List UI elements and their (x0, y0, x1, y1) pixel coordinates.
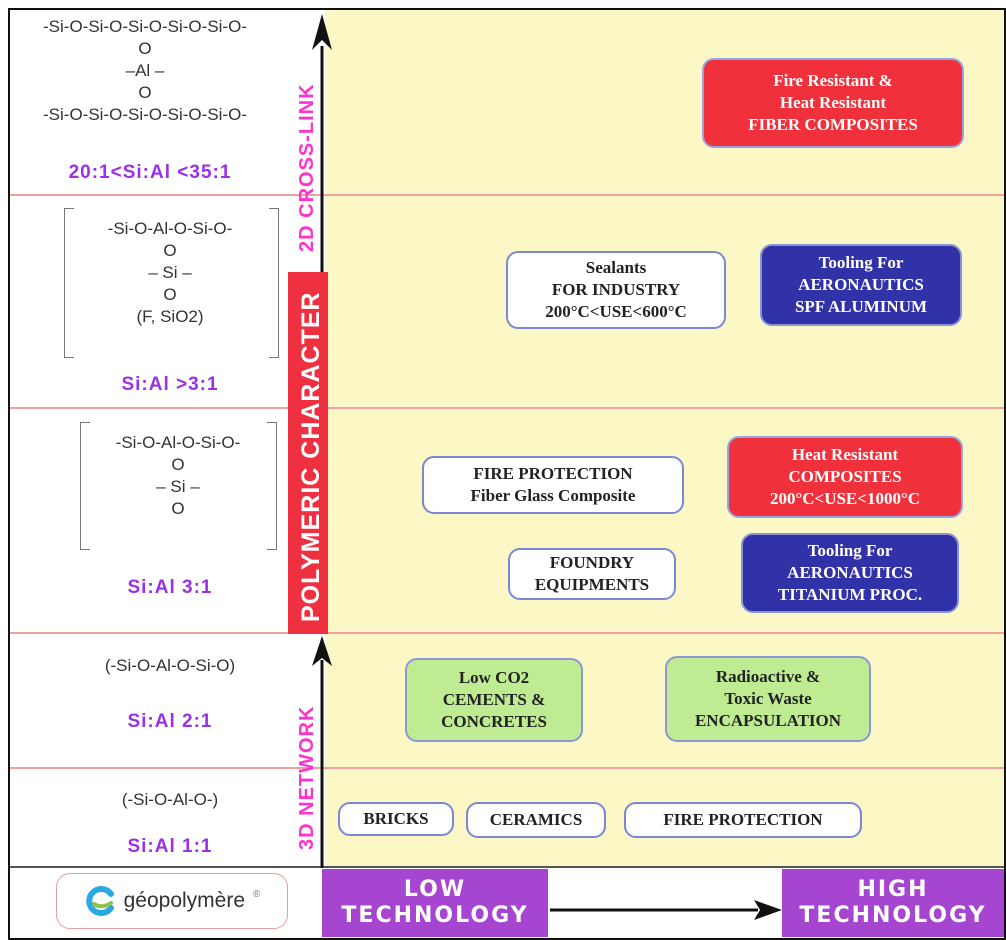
box-line: AERONAUTICS (787, 563, 913, 582)
box-line: 200°C<USE<1000°C (769, 489, 921, 508)
formula-line: (F, SiO2) (136, 307, 204, 326)
row-divider (10, 632, 1004, 634)
geopolymere-logo: géopolymère ® (56, 873, 288, 929)
box-line: AERONAUTICS (798, 275, 924, 294)
box-ceramics: CERAMICS (466, 802, 606, 838)
polymeric-character-label: POLYMERIC CHARACTER (297, 291, 325, 622)
logo-registered-mark: ® (253, 888, 261, 900)
formula-line: (-Si-O-Al-O-Si-O) (104, 656, 236, 675)
box-line: CERAMICS (489, 810, 583, 829)
formula-row-1: -Si-O-Si-O-Si-O-Si-O-Si-O- O –Al – O -Si… (10, 16, 280, 126)
ratio-label-row-1: 20:1<Si:Al <35:1 (68, 162, 232, 183)
ratio-label-row-2: Si:Al >3:1 (121, 374, 219, 395)
box-line: Tooling For (818, 253, 904, 272)
label-2d-cross-link: 2D CROSS-LINK (296, 83, 318, 252)
box-tooling-titanium: Tooling For AERONAUTICS TITANIUM PROC. (741, 533, 959, 613)
label-3d-network: 3D NETWORK (296, 705, 318, 850)
box-line: FIRE PROTECTION (473, 464, 633, 483)
box-line: FOUNDRY (549, 553, 635, 572)
polymeric-character-band (288, 272, 328, 634)
formula-row-3: -Si-O-Al-O-Si-O- O – Si – O (84, 432, 272, 520)
box-heat-resistant-composites: Heat Resistant COMPOSITES 200°C<USE<1000… (727, 436, 963, 518)
box-line: Heat Resistant (791, 445, 899, 464)
lower-axis-arrowhead (312, 636, 332, 666)
formula-column (10, 10, 322, 867)
row-divider (10, 767, 1004, 769)
box-bricks: BRICKS (338, 802, 454, 836)
box-sealants: Sealants FOR INDUSTRY 200°C<USE<600°C (506, 251, 726, 329)
box-low-co2-cements: Low CO2 CEMENTS & CONCRETES (405, 658, 583, 742)
box-line: TITANIUM PROC. (777, 585, 923, 604)
box-line: Fiber Glass Composite (470, 486, 636, 505)
formula-line: O (163, 241, 177, 260)
formula-line: – Si – (148, 263, 192, 282)
box-line: COMPOSITES (788, 467, 902, 486)
formula-row-5: (-Si-O-Al-O-) (60, 789, 280, 811)
logo-text: géopolymère (123, 889, 246, 912)
box-tooling-aluminum: Tooling For AERONAUTICS SPF ALUMINUM (760, 244, 962, 326)
tech-line: TECHNOLOGY (341, 903, 529, 928)
box-fire-heat-fiber-composites: Fire Resistant & Heat Resistant FIBER CO… (702, 58, 964, 148)
box-line: Fire Resistant & (773, 71, 893, 90)
ratio-label-row-3: Si:Al 3:1 (127, 577, 213, 598)
box-line: Low CO2 (458, 668, 530, 687)
ratio-label-row-4: Si:Al 2:1 (127, 711, 213, 732)
box-foundry-equipments: FOUNDRY EQUIPMENTS (508, 548, 676, 600)
formula-line: O (163, 285, 177, 304)
formula-line: -Si-O-Si-O-Si-O-Si-O-Si-O- (43, 17, 247, 36)
box-line: FIRE PROTECTION (663, 810, 823, 829)
upper-axis-arrowhead (312, 14, 332, 50)
box-line: SPF ALUMINUM (794, 297, 928, 316)
tech-line: HIGH (857, 877, 929, 902)
box-line: BRICKS (363, 809, 429, 828)
bracket-right (269, 208, 279, 358)
formula-line: – Si – (156, 477, 200, 496)
formula-row-2: -Si-O-Al-O-Si-O- O – Si – O (F, SiO2) (70, 218, 270, 328)
vertical-axis-arrows (312, 14, 332, 868)
box-line: Toxic Waste (724, 689, 812, 708)
formula-line: (-Si-O-Al-O-) (121, 790, 219, 809)
formula-line: O (171, 455, 185, 474)
box-fire-protection-fiberglass: FIRE PROTECTION Fiber Glass Composite (422, 456, 684, 514)
box-line: Heat Resistant (779, 93, 887, 112)
low-technology-label: LOW TECHNOLOGY (322, 869, 548, 937)
tech-line: TECHNOLOGY (799, 903, 987, 928)
formula-line: O (138, 83, 152, 102)
formula-line: O (171, 499, 185, 518)
formula-line: -Si-O-Al-O-Si-O- (115, 433, 241, 452)
row-divider (10, 194, 1004, 196)
box-line: Radioactive & (715, 667, 821, 686)
box-line: Sealants (585, 258, 647, 277)
bracket-left (64, 208, 74, 358)
tech-line: LOW (403, 877, 467, 902)
bracket-right (267, 422, 277, 550)
formula-row-4: (-Si-O-Al-O-Si-O) (60, 655, 280, 677)
high-technology-label: HIGH TECHNOLOGY (782, 869, 1004, 937)
box-radioactive-encapsulation: Radioactive & Toxic Waste ENCAPSULATION (665, 656, 871, 742)
box-line: ENCAPSULATION (694, 711, 842, 730)
formula-line: –Al – (125, 61, 165, 80)
footer-divider (10, 866, 1004, 868)
ratio-label-row-5: Si:Al 1:1 (127, 836, 213, 857)
formula-line: -Si-O-Si-O-Si-O-Si-O-Si-O- (43, 105, 247, 124)
box-line: EQUIPMENTS (534, 575, 650, 594)
geopolymere-logo-icon (85, 886, 114, 916)
technology-arrow (550, 900, 782, 920)
box-line: Tooling For (807, 541, 893, 560)
box-line: 200°C<USE<600°C (545, 302, 687, 321)
box-line: FIBER COMPOSITES (748, 115, 918, 134)
box-fire-protection: FIRE PROTECTION (624, 802, 862, 838)
formula-line: O (138, 39, 152, 58)
box-line: CEMENTS & (442, 690, 546, 709)
box-line: CONCRETES (441, 712, 547, 731)
bracket-left (80, 422, 90, 550)
technology-arrowhead (754, 900, 782, 920)
box-line: FOR INDUSTRY (551, 280, 681, 299)
row-divider (10, 407, 1004, 409)
formula-line: -Si-O-Al-O-Si-O- (107, 219, 233, 238)
